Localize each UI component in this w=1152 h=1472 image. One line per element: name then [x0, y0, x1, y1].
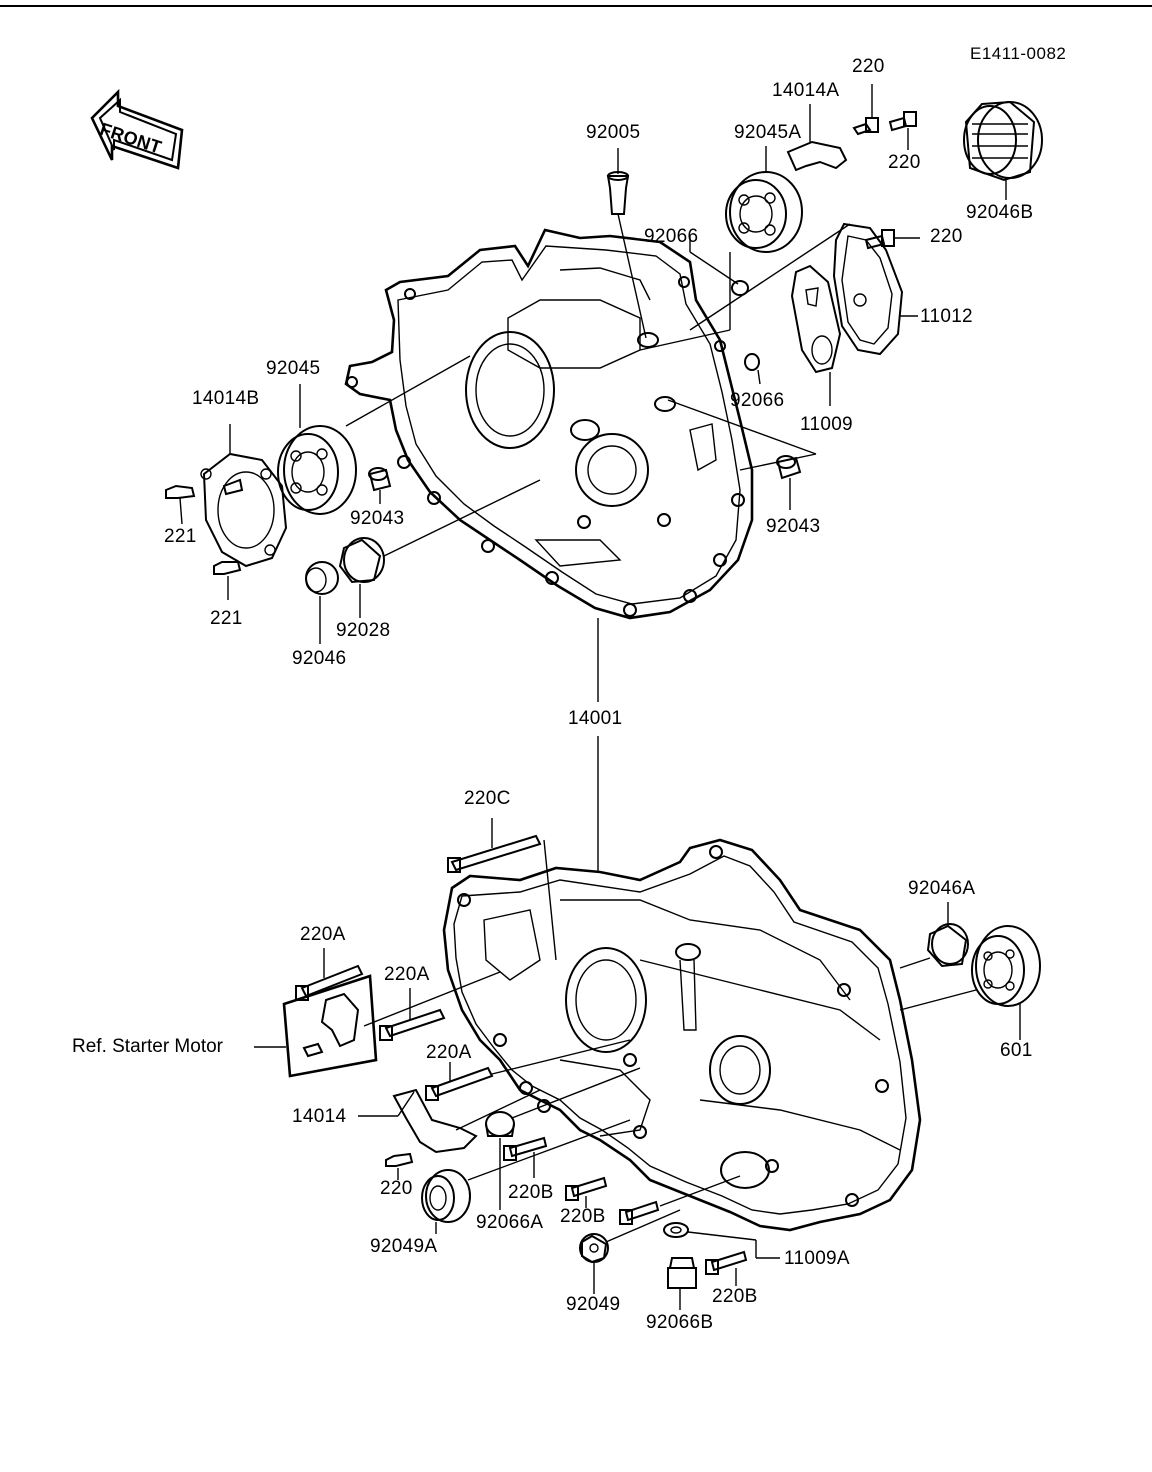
part-92043-right	[667, 399, 817, 510]
label-220B-b: 220B	[560, 1206, 606, 1227]
part-92066B	[667, 1257, 697, 1310]
label-601: 601	[1000, 1040, 1033, 1061]
label-220-low: 220	[380, 1178, 413, 1199]
part-92028	[338, 479, 541, 618]
part-92045A	[639, 146, 803, 351]
part-14014A	[786, 104, 848, 172]
label-92043-b: 92043	[766, 516, 821, 537]
label-14014: 14014	[292, 1106, 347, 1127]
label-221-b: 221	[210, 608, 243, 629]
diagram-code: E1411-0082	[970, 44, 1067, 63]
label-220A-a: 220A	[300, 924, 346, 945]
label-220B-c: 220B	[712, 1286, 758, 1307]
part-221-screws	[165, 484, 242, 600]
label-92046: 92046	[292, 648, 347, 669]
label-220A-c: 220A	[426, 1042, 472, 1063]
label-92046B: 92046B	[966, 202, 1034, 223]
label-220-top2: 220	[888, 152, 921, 173]
label-220-right: 220	[930, 226, 963, 247]
part-92043-left	[368, 467, 392, 504]
label-220C: 220C	[464, 788, 511, 809]
ref-starter-motor-note: Ref. Starter Motor	[72, 1036, 223, 1057]
label-220B-a: 220B	[508, 1182, 554, 1203]
label-92028: 92028	[336, 620, 391, 641]
part-220C	[447, 818, 557, 961]
part-92046B	[963, 100, 1043, 200]
part-92066-b	[744, 353, 761, 385]
label-92046A: 92046A	[908, 878, 976, 899]
label-92045: 92045	[266, 358, 321, 379]
label-14014B: 14014B	[192, 388, 260, 409]
label-92066A: 92066A	[476, 1212, 544, 1233]
part-92066A	[485, 1067, 641, 1210]
label-92066-b: 92066	[730, 390, 785, 411]
label-220-top1: 220	[852, 56, 885, 77]
upper-crankcase	[344, 228, 754, 620]
part-14014	[358, 1088, 541, 1154]
part-92045	[277, 355, 471, 515]
front-arrow	[90, 88, 184, 170]
part-14014B	[200, 424, 288, 568]
part-11009	[689, 223, 851, 406]
part-92049	[579, 1209, 681, 1294]
label-92049: 92049	[566, 1294, 621, 1315]
label-92066B: 92066B	[646, 1312, 714, 1333]
label-11012: 11012	[920, 306, 973, 327]
label-92066-a: 92066	[644, 226, 699, 247]
part-220B-bolts	[503, 1136, 748, 1286]
part-11012	[832, 222, 918, 356]
part-220-screw-low	[385, 1152, 414, 1180]
part-92046A	[899, 902, 969, 969]
label-92045A: 92045A	[734, 122, 802, 143]
part-601	[899, 925, 1041, 1040]
part-220A-bolts	[295, 948, 631, 1101]
part-92049A	[421, 1119, 631, 1234]
label-92049A: 92049A	[370, 1236, 438, 1257]
part-92046	[305, 561, 339, 644]
starter-motor-ref-box	[254, 974, 378, 1078]
label-92005: 92005	[586, 122, 641, 143]
label-220A-b: 220A	[384, 964, 430, 985]
part-92005	[606, 148, 647, 339]
lower-crankcase	[442, 838, 922, 1232]
label-11009A: 11009A	[784, 1248, 850, 1269]
label-221-a: 221	[164, 526, 197, 547]
label-11009: 11009	[800, 414, 853, 435]
part-92066-a	[689, 236, 749, 296]
label-14001: 14001	[568, 708, 623, 729]
part-11009A	[663, 1222, 780, 1259]
part-220-bolts-top	[852, 84, 917, 150]
label-92043-a: 92043	[350, 508, 405, 529]
label-14014A: 14014A	[772, 80, 840, 101]
